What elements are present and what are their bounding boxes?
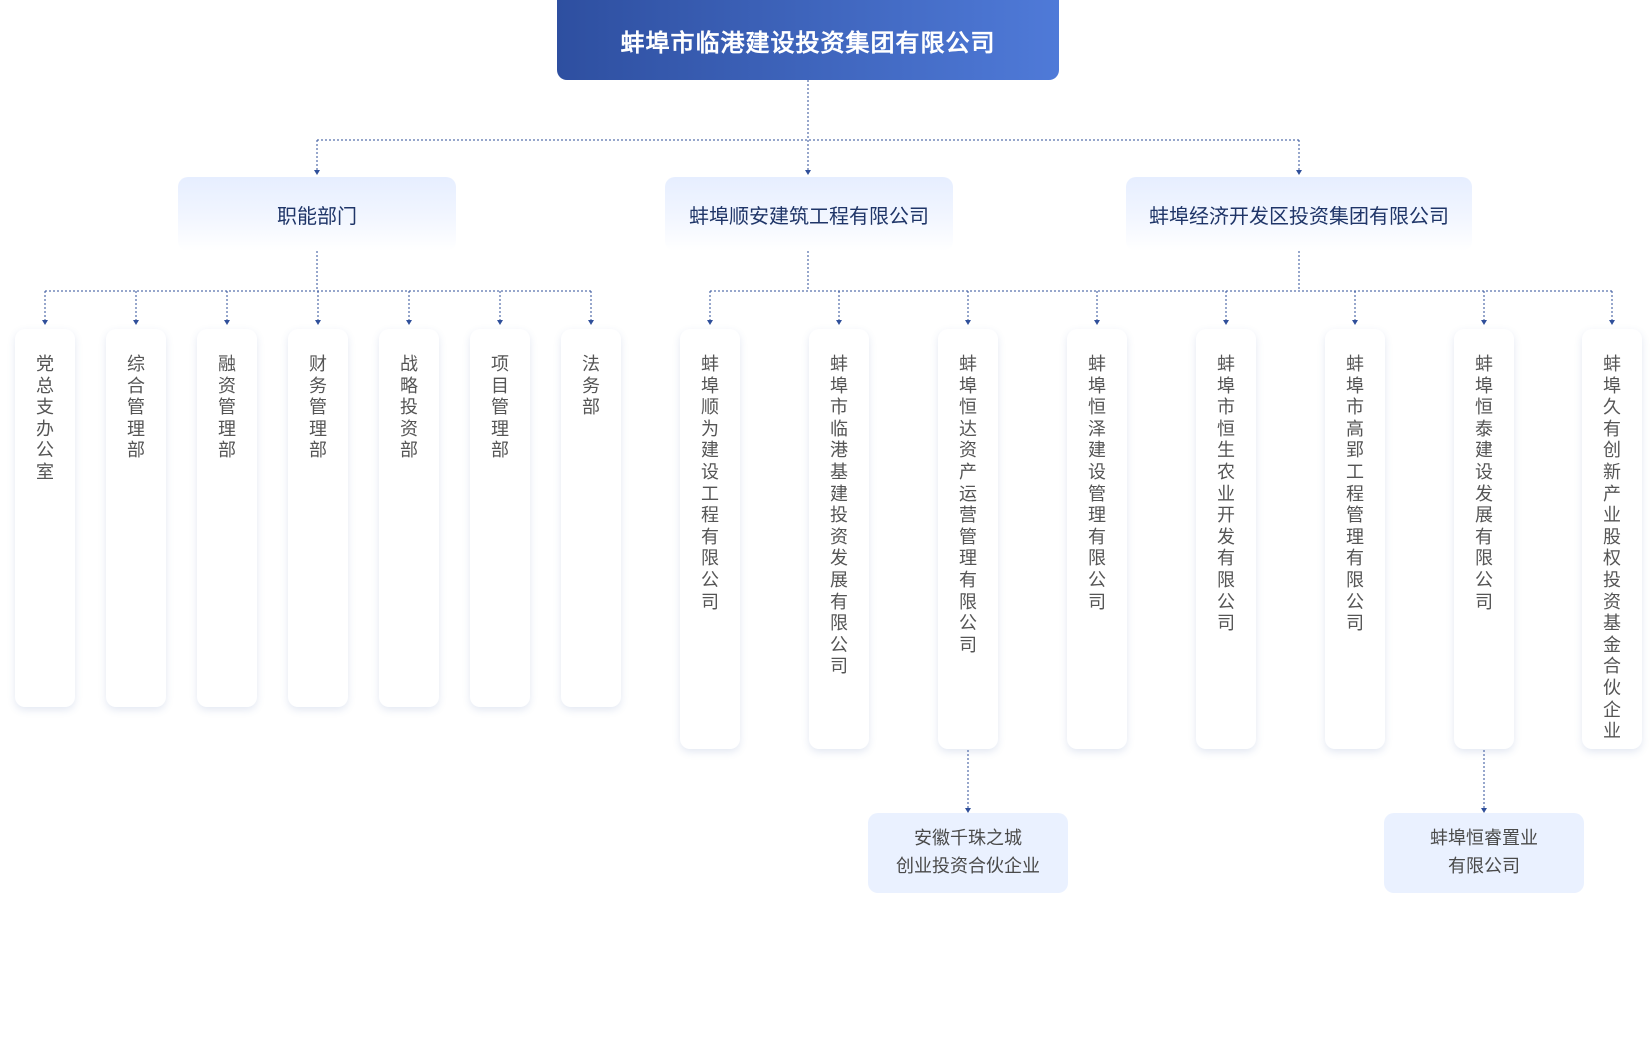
- subsidiary-label: 蚌埠市高郢工程管理有限公司: [1346, 354, 1364, 635]
- department-box-party-office: 党总支办公室: [15, 329, 75, 707]
- anhui-qianzhu-box: 安徽千珠之城 创业投资合伙企业: [868, 813, 1068, 893]
- department-label: 综合管理部: [127, 354, 145, 462]
- subsidiary-box-hengda: 蚌埠恒达资产运营管理有限公司: [938, 329, 998, 749]
- department-box-legal: 法务部: [561, 329, 621, 707]
- department-label: 法务部: [582, 354, 600, 419]
- arrow-shunan: [805, 170, 811, 175]
- department-box-financing: 融资管理部: [197, 329, 257, 707]
- hengrui-box: 蚌埠恒睿置业 有限公司: [1384, 813, 1584, 893]
- department-label: 财务管理部: [309, 354, 327, 462]
- arrow-hengrui: [1481, 808, 1487, 813]
- department-drops: [42, 291, 594, 325]
- subsidiary-box-shunwei: 蚌埠顺为建设工程有限公司: [680, 329, 740, 749]
- root-company-label: 蚌埠市临港建设投资集团有限公司: [620, 28, 996, 57]
- subsidiary-label: 蚌埠恒泽建设管理有限公司: [1088, 354, 1106, 613]
- arrow-anhui: [965, 808, 971, 813]
- arrow-departments: [314, 170, 320, 175]
- hengrui-line1: 蚌埠恒睿置业: [1430, 828, 1538, 849]
- subsidiary-label: 蚌埠顺为建设工程有限公司: [701, 354, 719, 613]
- jingkai-box: 蚌埠经济开发区投资集团有限公司: [1126, 177, 1472, 251]
- departments-box: 职能部门: [178, 177, 456, 251]
- hengrui-line2: 有限公司: [1448, 856, 1520, 877]
- subsidiary-box-hengtai: 蚌埠恒泰建设发展有限公司: [1454, 329, 1514, 749]
- department-label: 党总支办公室: [36, 354, 54, 483]
- anhui-qianzhu-line2: 创业投资合伙企业: [896, 856, 1040, 877]
- subsidiary-label: 蚌埠市恒生农业开发有限公司: [1217, 354, 1235, 635]
- arrow-jingkai: [1296, 170, 1302, 175]
- anhui-qianzhu-line1: 安徽千珠之城: [914, 828, 1022, 849]
- subsidiary-label: 蚌埠恒泰建设发展有限公司: [1475, 354, 1493, 613]
- departments-label: 职能部门: [277, 203, 357, 228]
- subsidiary-box-lingang-infra: 蚌埠市临港基建投资发展有限公司: [809, 329, 869, 749]
- department-label: 战略投资部: [400, 354, 418, 462]
- department-box-finance: 财务管理部: [288, 329, 348, 707]
- department-box-strategy: 战略投资部: [379, 329, 439, 707]
- jingkai-label: 蚌埠经济开发区投资集团有限公司: [1149, 203, 1449, 228]
- subsidiary-label: 蚌埠恒达资产运营管理有限公司: [959, 354, 977, 656]
- shunan-box: 蚌埠顺安建筑工程有限公司: [665, 177, 953, 251]
- department-box-project: 项目管理部: [470, 329, 530, 707]
- subsidiary-box-hengsheng: 蚌埠市恒生农业开发有限公司: [1196, 329, 1256, 749]
- department-box-general: 综合管理部: [106, 329, 166, 707]
- subsidiary-box-jiuyou: 蚌埠久有创新产业股权投资基金合伙企业: [1582, 329, 1642, 749]
- subsidiary-drops: [707, 291, 1615, 325]
- subsidiary-label: 蚌埠市临港基建投资发展有限公司: [830, 354, 848, 678]
- department-label: 融资管理部: [218, 354, 236, 462]
- subsidiary-box-gaoying: 蚌埠市高郢工程管理有限公司: [1325, 329, 1385, 749]
- subsidiary-label: 蚌埠久有创新产业股权投资基金合伙企业: [1603, 354, 1621, 743]
- shunan-label: 蚌埠顺安建筑工程有限公司: [689, 203, 929, 228]
- subsidiary-box-hengze: 蚌埠恒泽建设管理有限公司: [1067, 329, 1127, 749]
- root-company-box: 蚌埠市临港建设投资集团有限公司: [557, 0, 1059, 80]
- department-label: 项目管理部: [491, 354, 509, 462]
